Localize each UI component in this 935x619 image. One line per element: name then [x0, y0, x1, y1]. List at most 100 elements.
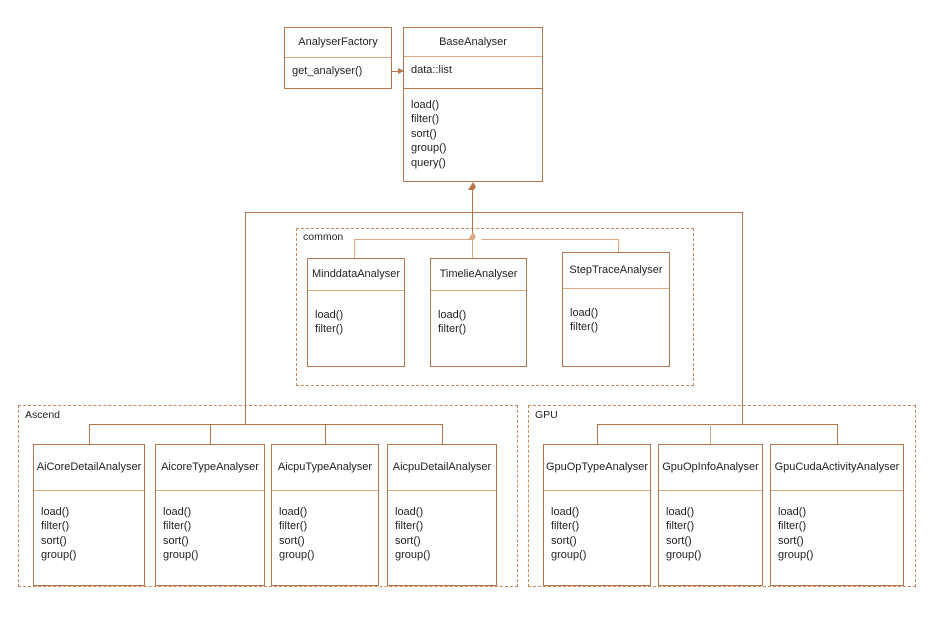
class-analyser-factory[interactable]: AnalyserFactory get_analyser(): [284, 27, 392, 89]
generalization-drop-steptrace: [618, 239, 619, 252]
class-gpu-op-type-analyser-name: GpuOpTypeAnalyser: [544, 445, 650, 491]
operation-item: load(): [41, 506, 70, 518]
generalization-drop-timelie: [472, 239, 473, 258]
generalization-drop-aicpu-type: [325, 424, 326, 444]
operation-item: group(): [666, 549, 702, 562]
operation-item: load(): [438, 309, 467, 321]
operation-item: query(): [411, 156, 446, 169]
operation-item: sort(): [551, 534, 577, 547]
generalization-drop-gpu-op-info: [710, 424, 711, 444]
operation-item: group(): [411, 142, 447, 155]
class-gpu-op-info-analyser-name: GpuOpInfoAnalyser: [659, 445, 762, 491]
operation-item: group(): [279, 549, 315, 562]
operation-item: group(): [163, 549, 199, 562]
generalization-triangle-base-icon: [468, 182, 482, 190]
operation-item: filter(): [551, 520, 580, 533]
operation-item: sort(): [778, 534, 804, 547]
generalization-triangle-common-icon: [468, 232, 482, 240]
operation-item: sort(): [411, 127, 437, 140]
generalization-bus-main: [245, 212, 743, 213]
class-timelie-analyser-name: TimelieAnalyser: [431, 259, 526, 291]
class-minddata-analyser[interactable]: MinddataAnalyser load() filter(): [307, 258, 405, 367]
operation-item: sort(): [41, 534, 67, 547]
operation-item: load(): [778, 506, 807, 518]
attribute-item: data::list: [411, 64, 452, 76]
generalization-drop-gpu-op-type: [597, 424, 598, 444]
class-gpu-cuda-activity-analyser[interactable]: GpuCudaActivityAnalyser load() filter() …: [770, 444, 904, 586]
package-common-label: common: [301, 231, 346, 243]
generalization-drop-gpu-cuda-activity: [837, 424, 838, 444]
operation-item: group(): [395, 549, 431, 562]
class-base-analyser-attributes: data::list: [404, 57, 542, 89]
class-timelie-analyser[interactable]: TimelieAnalyser load() filter(): [430, 258, 527, 367]
class-step-trace-analyser[interactable]: StepTraceAnalyser load() filter(): [562, 252, 670, 367]
package-ascend[interactable]: [18, 405, 518, 587]
class-gpu-op-type-analyser[interactable]: GpuOpTypeAnalyser load() filter() sort()…: [543, 444, 651, 586]
class-base-analyser-operations: load() filter() sort() group() query(): [404, 89, 542, 174]
operation-item: filter(): [411, 113, 440, 126]
class-step-trace-analyser-name: StepTraceAnalyser: [563, 253, 669, 289]
operation-item: filter(): [163, 520, 192, 533]
class-aicpu-detail-analyser-operations: load() filter() sort() group(): [388, 491, 496, 567]
generalization-branch-ascend: [245, 212, 246, 425]
association-arrowhead-icon: [398, 67, 404, 74]
class-aicore-type-analyser-operations: load() filter() sort() group(): [156, 491, 264, 567]
class-minddata-analyser-operations: load() filter(): [308, 291, 404, 341]
class-aicpu-type-analyser-operations: load() filter() sort() group(): [272, 491, 378, 567]
class-aicpu-type-analyser-name: AicpuTypeAnalyser: [272, 445, 378, 491]
operation-item: group(): [551, 549, 587, 562]
generalization-drop-minddata: [354, 239, 355, 258]
class-aicpu-type-analyser[interactable]: AicpuTypeAnalyser load() filter() sort()…: [271, 444, 379, 586]
class-aicore-detail-analyser[interactable]: AiCoreDetailAnalyser load() filter() sor…: [33, 444, 145, 586]
class-aicore-type-analyser[interactable]: AicoreTypeAnalyser load() filter() sort(…: [155, 444, 265, 586]
operation-item: sort(): [163, 534, 189, 547]
operation-item: filter(): [41, 520, 70, 533]
operation-item: sort(): [666, 534, 692, 547]
class-aicore-detail-analyser-name: AiCoreDetailAnalyser: [34, 445, 144, 491]
class-analyser-factory-name: AnalyserFactory: [285, 28, 391, 58]
package-ascend-label: Ascend: [23, 409, 63, 421]
operation-item: load(): [570, 307, 599, 319]
operation-item: filter(): [279, 520, 308, 533]
class-base-analyser-name: BaseAnalyser: [404, 28, 542, 57]
class-minddata-analyser-name: MinddataAnalyser: [308, 259, 404, 291]
class-aicpu-detail-analyser[interactable]: AicpuDetailAnalyser load() filter() sort…: [387, 444, 497, 586]
generalization-drop-aicpu-detail: [442, 424, 443, 444]
operation-item: load(): [551, 506, 580, 518]
operation-item: filter(): [778, 520, 807, 533]
package-gpu[interactable]: [528, 405, 916, 587]
operation-item: filter(): [315, 323, 344, 336]
operation-item: sort(): [279, 534, 305, 547]
operation-item: filter(): [570, 321, 599, 334]
generalization-bus-common: [354, 239, 618, 240]
operation-item: load(): [395, 506, 424, 518]
class-gpu-op-info-analyser-operations: load() filter() sort() group(): [659, 491, 762, 567]
generalization-branch-gpu: [742, 212, 743, 425]
class-step-trace-analyser-operations: load() filter(): [563, 289, 669, 339]
generalization-drop-aicore-detail: [89, 424, 90, 444]
operation-item: group(): [41, 549, 77, 562]
operation-item: load(): [411, 99, 440, 111]
operation-item: filter(): [666, 520, 695, 533]
class-gpu-op-info-analyser[interactable]: GpuOpInfoAnalyser load() filter() sort()…: [658, 444, 763, 586]
class-aicore-type-analyser-name: AicoreTypeAnalyser: [156, 445, 264, 491]
class-base-analyser[interactable]: BaseAnalyser data::list load() filter() …: [403, 27, 543, 182]
operation-item: filter(): [395, 520, 424, 533]
operation-item: load(): [315, 309, 344, 321]
class-gpu-op-type-analyser-operations: load() filter() sort() group(): [544, 491, 650, 567]
generalization-bus-ascend: [89, 424, 443, 425]
operation-item: load(): [666, 506, 695, 518]
generalization-drop-aicore-type: [210, 424, 211, 444]
operation-item: filter(): [438, 323, 467, 336]
package-gpu-label: GPU: [533, 409, 560, 421]
operation-item: group(): [778, 549, 814, 562]
package-common[interactable]: [296, 228, 694, 386]
class-aicpu-detail-analyser-name: AicpuDetailAnalyser: [388, 445, 496, 491]
class-aicore-detail-analyser-operations: load() filter() sort() group(): [34, 491, 144, 567]
class-gpu-cuda-activity-analyser-operations: load() filter() sort() group(): [771, 491, 903, 567]
operation-item: load(): [163, 506, 192, 518]
class-analyser-factory-operations: get_analyser(): [285, 58, 391, 82]
class-gpu-cuda-activity-analyser-name: GpuCudaActivityAnalyser: [771, 445, 903, 491]
operation-item: sort(): [395, 534, 421, 547]
